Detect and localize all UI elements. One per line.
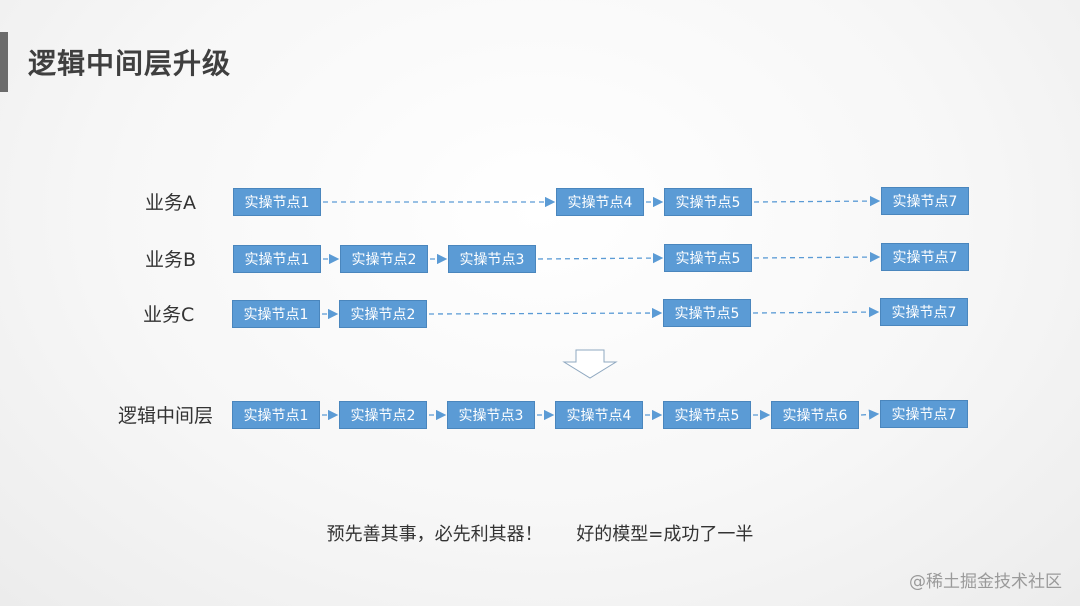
connector-arrow-2-1 <box>428 307 663 319</box>
node-c-2[interactable]: 实操节点2 <box>339 300 427 328</box>
slide-title: 逻辑中间层升级 <box>28 47 232 80</box>
node-l-5[interactable]: 实操节点5 <box>663 401 751 429</box>
connector-arrow-1-3 <box>753 251 881 263</box>
down-arrow-icon <box>562 349 618 379</box>
node-a-4[interactable]: 实操节点4 <box>556 188 644 216</box>
node-b-2[interactable]: 实操节点2 <box>340 245 428 273</box>
slide-footer: 预先善其事，必先利其器！ 好的模型=成功了一半 <box>0 520 1080 546</box>
connector-arrow-2-2 <box>752 306 880 318</box>
title-accent-bar <box>0 32 8 92</box>
watermark: @稀土掘金技术社区 <box>909 572 1062 592</box>
node-b-5[interactable]: 实操节点5 <box>664 244 752 272</box>
footer-motto: 预先善其事，必先利其器！ <box>326 524 543 545</box>
node-a-5[interactable]: 实操节点5 <box>664 188 752 216</box>
connector-arrow-0-2 <box>753 195 881 207</box>
node-l-4[interactable]: 实操节点4 <box>555 401 643 429</box>
node-l-3[interactable]: 实操节点3 <box>447 401 535 429</box>
node-l-2[interactable]: 实操节点2 <box>339 401 427 429</box>
row-label-logic-layer: 逻辑中间层 <box>118 405 214 427</box>
row-label-business-b: 业务B <box>145 249 197 271</box>
node-a-7[interactable]: 实操节点7 <box>881 187 969 215</box>
node-b-1[interactable]: 实操节点1 <box>233 245 321 273</box>
node-b-7[interactable]: 实操节点7 <box>881 243 969 271</box>
connector-arrow-1-2 <box>537 252 664 264</box>
node-l-1[interactable]: 实操节点1 <box>232 401 320 429</box>
node-a-1[interactable]: 实操节点1 <box>233 188 321 216</box>
node-c-7[interactable]: 实操节点7 <box>880 298 968 326</box>
node-c-1[interactable]: 实操节点1 <box>232 300 320 328</box>
row-label-business-a: 业务A <box>145 192 196 214</box>
footer-tagline: 好的模型=成功了一半 <box>576 524 754 545</box>
node-l-6[interactable]: 实操节点6 <box>771 401 859 429</box>
connector-arrow-3-5 <box>860 409 880 420</box>
node-c-5[interactable]: 实操节点5 <box>663 299 751 327</box>
node-l-7[interactable]: 实操节点7 <box>880 400 968 428</box>
node-b-3[interactable]: 实操节点3 <box>448 245 536 273</box>
row-label-business-c: 业务C <box>143 304 195 326</box>
